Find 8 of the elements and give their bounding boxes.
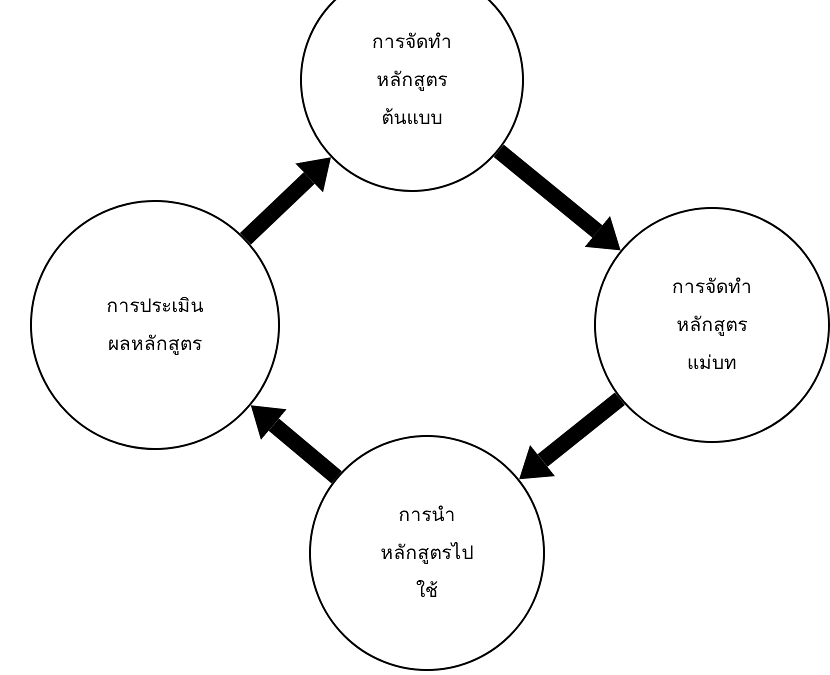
step-text: การจัดทำหลักสูตรแม่บท [671,275,753,376]
step-text: การนำหลักสูตรไปใช้ [380,503,474,604]
step-text: การจัดทำหลักสูตรต้นแบบ [371,30,453,131]
arrow [250,405,342,484]
arrow [240,157,331,245]
step-text: การประเมินผลหลักสูตร [106,294,204,357]
arrow [494,144,621,250]
arrow [519,392,625,480]
